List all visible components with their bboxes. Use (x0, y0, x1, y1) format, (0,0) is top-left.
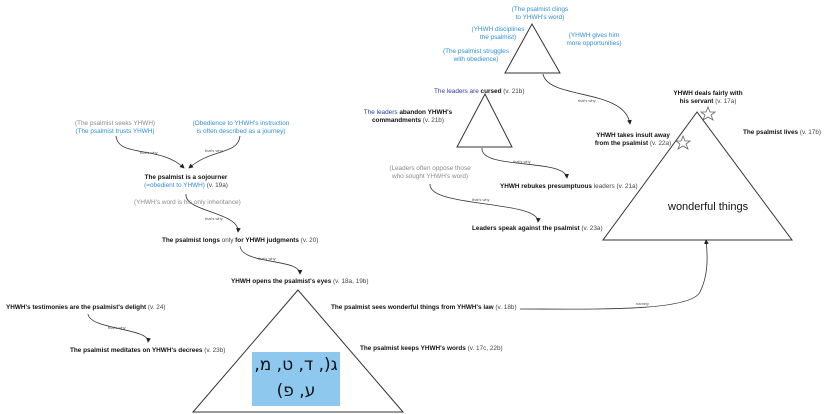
hebrew-triangle (191, 289, 405, 413)
edge-label-thats-why: that's why (513, 159, 531, 164)
node-seeks-trusts: (The psalmist seeks YHWH)(The psalmist t… (74, 120, 156, 135)
edge-sees-to-wonderful (519, 239, 709, 310)
edge-label-thats-why: that's why (472, 197, 490, 202)
node-abandon: The leaders abandon YHWH's commandments … (363, 109, 453, 124)
edge-top-triangle-to-insult (542, 73, 632, 125)
wonderful-things-label: wonderful things (668, 201, 749, 213)
star-icon-top (699, 105, 717, 121)
edge-label-thats-why: that's why (140, 150, 158, 155)
edge-label-thats-why: that's why (578, 98, 596, 103)
edge-longs-to-eyes (239, 245, 303, 275)
wonderful-triangle (602, 111, 793, 241)
edge-oppose-to-against (429, 183, 541, 223)
hebrew-letters-box: ג(, ד, ט, מ, ע, פ) (252, 352, 340, 406)
star-icon-middle (674, 134, 692, 150)
node-cursed: The leaders are cursed (v. 21b) (434, 88, 525, 95)
node-eyes: YHWH opens the psalmist's eyes (v. 18a, … (231, 278, 369, 285)
edge-middle-triangle-to-rebukes (481, 147, 569, 179)
node-sojourner: The psalmist is a sojourner (=obedient t… (144, 174, 228, 189)
middle-triangle (456, 92, 513, 148)
edge-label-thats-why: that's why (205, 216, 223, 221)
node-meditates: The psalmist meditates on YHWH's decrees… (70, 347, 226, 354)
edge-label-thats-why: that's why (258, 256, 276, 261)
node-sees: The psalmist sees wonderful things from … (331, 304, 517, 311)
top-triangle (504, 22, 561, 74)
node-against: Leaders speak against the psalmist (v. 2… (472, 225, 603, 232)
node-lives: The psalmist lives (v. 17b) (743, 129, 822, 136)
edge-testimonies-to-meditates (87, 313, 151, 343)
node-keeps: The psalmist keeps YHWH's words (v. 17c,… (360, 345, 503, 352)
edge-label-thats-why: that's why (205, 148, 223, 153)
edge-instruction-to-sojourner (188, 135, 241, 169)
node-inheritance: (YHWH's word is his only inheritance) (134, 199, 241, 206)
edge-label-namely: namely (636, 301, 649, 306)
node-testimonies: YHWH's testimonies are the psalmist's de… (6, 304, 166, 311)
node-rebukes: YHWH rebukes presumptuous leaders (v. 21… (500, 183, 638, 190)
edge-seeks-to-sojourner (115, 135, 185, 169)
edge-label-thats-why: that's why (108, 325, 126, 330)
edge-sojourner-to-longs (185, 193, 241, 233)
node-longs: The psalmist longs only for YHWH judgmen… (162, 237, 319, 244)
